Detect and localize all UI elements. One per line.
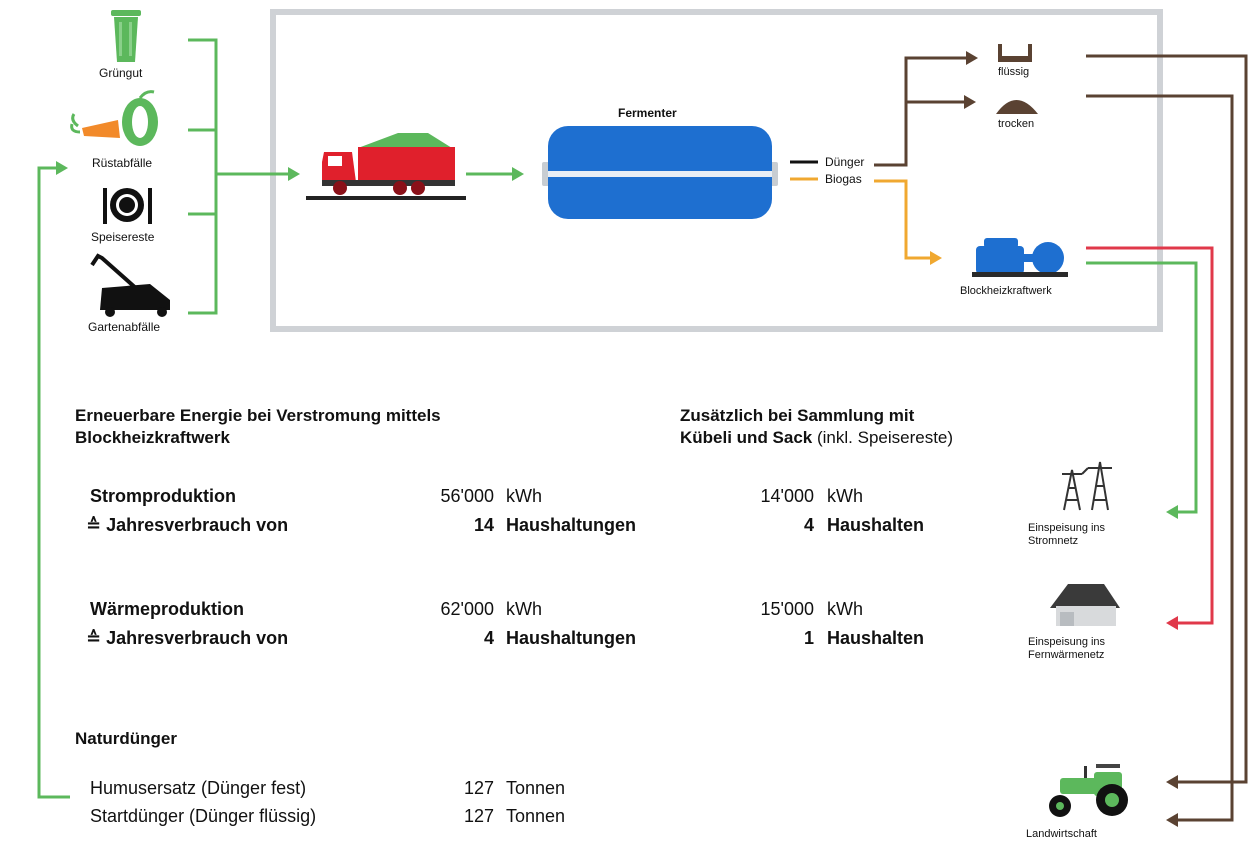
- waerme-extra-unit: kWh: [827, 599, 863, 619]
- arrow-to-fermenter: [512, 167, 524, 181]
- arrow-to-stromnetz: [1166, 505, 1178, 519]
- solid-fertilizer-icon: [996, 100, 1038, 114]
- truck-icon: [306, 133, 466, 200]
- waerme-value: 62'000: [440, 599, 495, 619]
- section1-heading: Erneuerbare Energie bei Verstromung mitt…: [75, 405, 441, 449]
- waerme-equiv-label: ≙ Jahresverbrauch von: [86, 628, 289, 648]
- natur-start-value: 127: [463, 806, 494, 826]
- recycle-return-arrow: [56, 161, 68, 175]
- liquid-output-line: [1086, 54, 1248, 784]
- natur-start-unit: Tonnen: [506, 806, 566, 826]
- label-stromnetz: Einspeisung ins Stromnetz: [1028, 522, 1106, 547]
- tractor-icon: [1049, 764, 1128, 817]
- label-landwirtschaft: Landwirtschaft: [1026, 828, 1097, 840]
- section2-heading-normal: (inkl. Speisereste): [816, 428, 954, 447]
- plate-cutlery-icon: [103, 188, 152, 224]
- strom-equiv-label: ≙ Jahresverbrauch von: [86, 515, 289, 535]
- label-gruengut: Grüngut: [99, 66, 143, 80]
- section2-heading-line2: Kübeli und Sack (inkl. Speisereste): [680, 427, 953, 449]
- label-fernwaerme: Einspeisung ins Fernwärmenetz: [1028, 636, 1106, 661]
- arrow-to-bhkw: [930, 251, 942, 265]
- green-bin-icon: [111, 10, 141, 62]
- label-trocken: trocken: [998, 118, 1035, 130]
- liquid-fertilizer-icon: [998, 44, 1032, 62]
- section2-heading: Zusätzlich bei Sammlung mit Kübeli und S…: [680, 405, 953, 449]
- section1-heading-line2: Blockheizkraftwerk: [75, 428, 230, 447]
- strom-households: 14: [473, 515, 494, 535]
- lawn-mower-icon: [90, 253, 170, 317]
- strom-households-label: Haushaltungen: [506, 515, 637, 535]
- waerme-unit: kWh: [506, 599, 542, 619]
- label-gartenabfaelle: Gartenabfälle: [88, 320, 161, 334]
- waerme-households: 4: [483, 628, 494, 648]
- natur-humus-label: Humusersatz (Dünger fest): [90, 778, 307, 798]
- section2-heading-bold: Kübeli und Sack: [680, 428, 813, 447]
- natur-start-label: Startdünger (Dünger flüssig): [90, 806, 317, 826]
- heat-line: [1086, 246, 1214, 625]
- waerme-extra-households: 1: [803, 628, 814, 648]
- strom-extra-households-label: Haushalten: [827, 515, 925, 535]
- label-ruestabfaelle: Rüstabfälle: [92, 156, 153, 170]
- strom-value: 56'000: [440, 486, 495, 506]
- solid-output-line: [1086, 94, 1234, 822]
- label-duenger: Dünger: [825, 155, 865, 169]
- strom-extra-households: 4: [803, 515, 814, 535]
- label-speisereste: Speisereste: [91, 230, 155, 244]
- strom-extra-value: 14'000: [760, 486, 815, 506]
- label-bhkw: Blockheizkraftwerk: [960, 285, 1052, 297]
- strom-label: Stromproduktion: [90, 486, 236, 506]
- arrow-to-fluessig: [966, 51, 978, 65]
- fertilizer-branch-lines: [874, 56, 968, 167]
- plant-frame: [270, 9, 1163, 332]
- input-collector-lines: [188, 38, 516, 315]
- label-fermenter: Fermenter: [618, 106, 677, 120]
- strom-unit: kWh: [506, 486, 542, 506]
- section2-heading-line1: Zusätzlich bei Sammlung mit: [680, 406, 915, 425]
- biogas-line: [874, 179, 932, 260]
- natur-heading: Naturdünger: [75, 729, 177, 748]
- natur-humus-unit: Tonnen: [506, 778, 566, 798]
- arrow-to-trocken: [964, 95, 976, 109]
- waerme-households-label: Haushaltungen: [506, 628, 637, 648]
- bhkw-engine-icon: [972, 238, 1068, 277]
- strom-extra-unit: kWh: [827, 486, 863, 506]
- vegetable-scraps-icon: [70, 90, 158, 146]
- power-pylon-icon: [1062, 461, 1112, 511]
- section1-heading-line1: Erneuerbare Energie bei Verstromung mitt…: [75, 406, 441, 425]
- house-icon: [1050, 584, 1120, 626]
- recycle-return-line: [37, 166, 70, 799]
- waerme-label: Wärmeproduktion: [90, 599, 245, 619]
- arrow-to-landwirtschaft-2: [1166, 813, 1178, 827]
- electricity-line: [1086, 261, 1198, 514]
- arrow-to-landwirtschaft-1: [1166, 775, 1178, 789]
- arrow-to-truck: [288, 167, 300, 181]
- natur-humus-value: 127: [463, 778, 494, 798]
- fermenter-tank-icon: [542, 126, 778, 219]
- arrow-to-fernwaerme: [1166, 616, 1178, 630]
- label-fluessig: flüssig: [998, 66, 1030, 78]
- waerme-extra-value: 15'000: [760, 599, 815, 619]
- label-biogas: Biogas: [825, 172, 862, 186]
- waerme-extra-households-label: Haushalten: [827, 628, 925, 648]
